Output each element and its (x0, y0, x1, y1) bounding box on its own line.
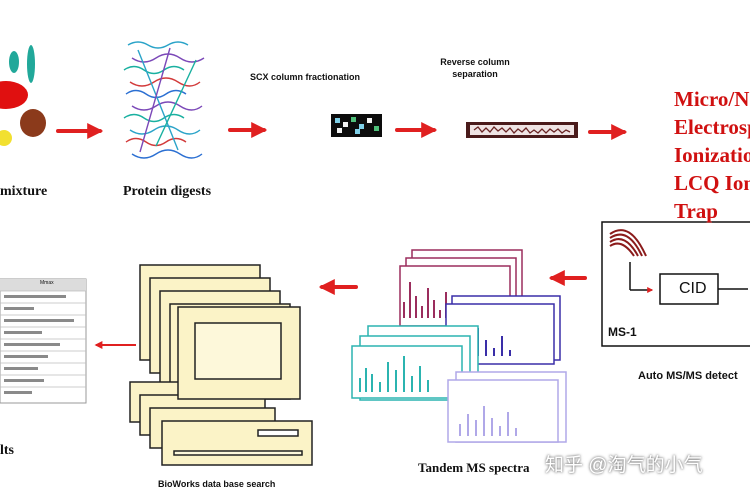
ionization-line-4: LCQ Ion (674, 171, 750, 195)
protein-digests-label: Protein digests (123, 184, 212, 199)
stacked-computers-illustration (129, 264, 313, 466)
ms-detector-panel (601, 221, 750, 347)
results-table-header: Mmax (40, 280, 54, 286)
ionization-line-1: Micro/Na (674, 87, 750, 111)
protein-digests-illustration (123, 41, 205, 159)
reverse-column-label: Reverse column separation (440, 57, 510, 79)
ionization-line-5: Trap (674, 199, 718, 223)
scx-label: SCX column fractionation (250, 72, 361, 82)
bottom-arrows (318, 270, 587, 295)
watermark: 知乎 @淘气的小气 (545, 455, 703, 476)
cid-label: CID (679, 280, 707, 297)
tandem-spectra-illustration (351, 249, 567, 443)
ionization-line-2: Electrosp (674, 115, 750, 139)
reverse-column (466, 122, 578, 138)
ms1-label: MS-1 (608, 325, 637, 339)
auto-ms-label: Auto MS/MS detect (638, 370, 738, 382)
mixture-label: mixture (0, 184, 48, 199)
protein-mixture-illustration (0, 45, 46, 146)
results-label: lts (0, 443, 14, 458)
top-arrows (56, 122, 628, 140)
ionization-line-3: Ionizatio (674, 143, 750, 167)
tandem-spectra-label: Tandem MS spectra (418, 460, 530, 475)
scx-column (331, 114, 382, 137)
bioworks-label: BioWorks data base search (158, 479, 276, 489)
results-table (0, 278, 87, 404)
